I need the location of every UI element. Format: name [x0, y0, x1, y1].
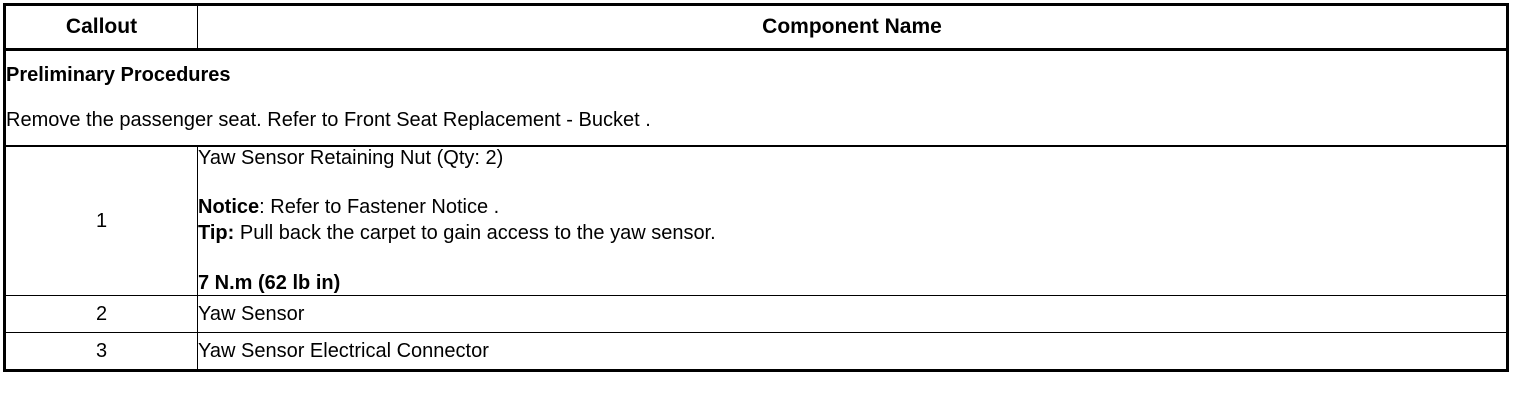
tip-text: Pull back the carpet to gain access to t…	[234, 222, 716, 244]
callout-number-1: 1	[4, 145, 198, 296]
preliminary-procedures-cell: Preliminary Procedures Remove the passen…	[4, 49, 1508, 147]
callout-number-2: 2	[4, 295, 198, 333]
notice-label: Notice	[198, 196, 260, 218]
preliminary-procedures-row: Preliminary Procedures Remove the passen…	[4, 49, 1508, 147]
notice-text: Refer to Fastener Notice .	[270, 196, 500, 218]
notice-line: Notice: Refer to Fastener Notice .	[198, 196, 1506, 219]
table-row: 2 Yaw Sensor	[4, 295, 1508, 333]
component-name-2: Yaw Sensor	[197, 295, 1508, 333]
component-detail-cell-1: Yaw Sensor Retaining Nut (Qty: 2) Notice…	[197, 145, 1508, 296]
column-header-callout: Callout	[4, 4, 198, 51]
table-row: 3 Yaw Sensor Electrical Connector	[4, 332, 1508, 371]
notice-separator: :	[259, 196, 271, 218]
component-name-1: Yaw Sensor Retaining Nut (Qty: 2)	[198, 147, 504, 169]
preliminary-procedures-text: Remove the passenger seat. Refer to Fron…	[6, 109, 651, 131]
tip-label: Tip:	[198, 222, 235, 244]
callout-number-3: 3	[4, 332, 198, 371]
component-callout-table: Callout Component Name Preliminary Proce…	[3, 3, 1509, 372]
table-header-row: Callout Component Name	[4, 4, 1508, 51]
torque-specification: 7 N.m (62 lb in)	[198, 272, 341, 294]
component-name-3: Yaw Sensor Electrical Connector	[197, 332, 1508, 371]
column-header-component-name: Component Name	[197, 4, 1508, 51]
table-row: 1 Yaw Sensor Retaining Nut (Qty: 2) Noti…	[4, 145, 1508, 296]
preliminary-procedures-title: Preliminary Procedures	[6, 64, 231, 86]
tip-line: Tip: Pull back the carpet to gain access…	[198, 222, 1506, 245]
